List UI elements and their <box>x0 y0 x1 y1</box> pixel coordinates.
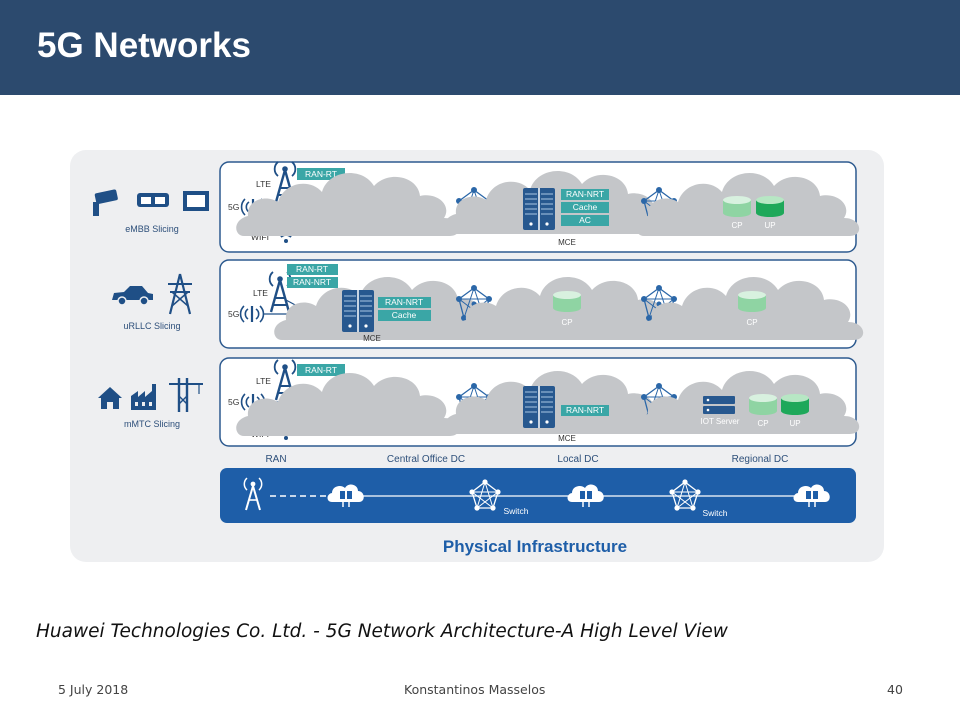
ran-rt-box <box>287 264 338 275</box>
access-label-5g: 5G <box>228 202 239 212</box>
switch-label: Switch <box>503 506 528 516</box>
footer-date: 5 July 2018 <box>58 682 129 697</box>
iot-server-icon <box>703 396 735 414</box>
car-icon <box>112 286 153 306</box>
access-label-lte: LTE <box>256 376 271 386</box>
iot-server-label: IOT Server <box>701 417 740 426</box>
access-label-lte: LTE <box>256 179 271 189</box>
cp-database-icon <box>723 196 751 217</box>
local-cp-label: CP <box>561 318 572 327</box>
access-label-5g: 5G <box>228 397 239 407</box>
mce-box-ac: AC <box>579 215 591 225</box>
access-label-wifi: WIFI <box>251 232 269 242</box>
access-label-5g: 5G <box>228 309 239 319</box>
vr-glasses-icon <box>137 193 169 207</box>
cctv-camera-icon <box>93 189 118 216</box>
slide-title: 5G Networks <box>37 26 251 65</box>
column-label-central-office-dc: Central Office DC <box>387 454 465 465</box>
ran-nrt-label: RAN-NRT <box>293 277 331 287</box>
diagram-background <box>70 150 884 562</box>
mce-box-cache: Cache <box>573 202 598 212</box>
urllc-slice-row: uRLLC Slicing LTE 5G RAN-RT RAN-NRT RAN-… <box>112 259 864 349</box>
column-label-regional-dc: Regional DC <box>732 454 789 465</box>
up-database-icon <box>756 196 784 217</box>
power-pylon-icon <box>168 273 192 315</box>
column-label-local-dc: Local DC <box>557 454 598 465</box>
ran-rt-label: RAN-RT <box>305 365 337 375</box>
column-label-ran: RAN <box>265 454 286 465</box>
ran-nrt-box <box>287 277 338 288</box>
mmtc-slice-row: mMTC Slicing LTE 5G WIFI RAN-RT RAN-NRT … <box>98 357 860 447</box>
cp-database-icon <box>738 291 766 312</box>
mce-box-ran-nrt: RAN-NRT <box>566 405 604 415</box>
factory-icon <box>131 384 156 410</box>
mce-server-rack-icon <box>522 385 556 429</box>
ran-rt-label: RAN-RT <box>296 264 328 274</box>
mce-server-rack-icon <box>341 289 375 333</box>
mce-box-ran-nrt: RAN-NRT <box>566 189 604 199</box>
ran-rt-box <box>297 364 345 376</box>
video-film-icon <box>183 191 209 211</box>
switch-label: Switch <box>702 508 727 518</box>
slice-label-embb: eMBB Slicing <box>125 224 179 234</box>
regional-up-label: UP <box>789 419 800 428</box>
regional-cp-label: CP <box>746 318 757 327</box>
cp-database-icon <box>749 394 777 415</box>
footer-author: Konstantinos Masselos <box>404 682 546 697</box>
ran-rt-label: RAN-RT <box>305 169 337 179</box>
access-label-lte: LTE <box>253 288 268 298</box>
mce-box-cache: Cache <box>392 310 417 320</box>
home-icon <box>98 387 122 409</box>
source-caption: Huawei Technologies Co. Ltd. - 5G Networ… <box>36 621 728 642</box>
physical-infrastructure-title: Physical Infrastructure <box>443 537 627 556</box>
page-number: 40 <box>887 682 903 697</box>
mce-box-ran-nrt: RAN-NRT <box>385 297 423 307</box>
up-database-icon <box>781 394 809 415</box>
title-bar <box>0 0 960 95</box>
mce-label: MCE <box>363 334 381 343</box>
slice-label-urllc: uRLLC Slicing <box>123 321 180 331</box>
cp-database-icon <box>553 291 581 312</box>
slice-label-mmtc: mMTC Slicing <box>124 419 180 429</box>
mce-label: MCE <box>558 238 576 247</box>
mce-server-rack-icon <box>522 187 556 231</box>
regional-cp-label: CP <box>731 221 742 230</box>
mce-label: MCE <box>558 434 576 443</box>
embb-slice-row: eMBB Slicing LTE 5G WIFI RAN-RT RAN-NRT … <box>93 160 860 253</box>
regional-up-label: UP <box>764 221 775 230</box>
crane-icon <box>169 378 203 412</box>
ran-rt-box <box>297 168 345 180</box>
regional-cp-label: CP <box>757 419 768 428</box>
base-station-icon <box>243 477 263 511</box>
